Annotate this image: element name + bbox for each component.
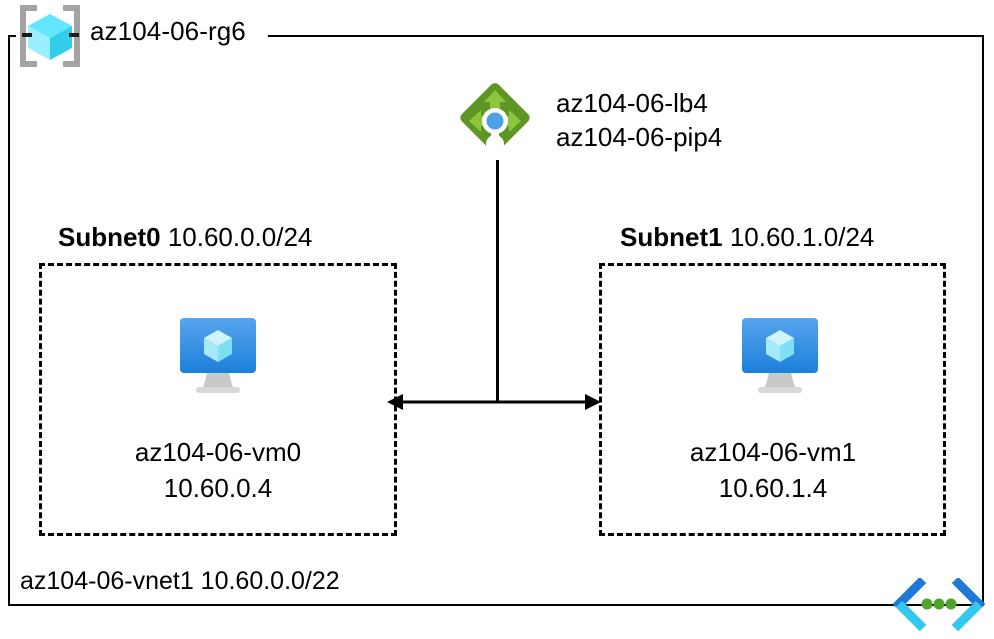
resource-group-name: az104-06-rg6 — [90, 16, 246, 46]
vm0-name: az104-06-vm0 — [134, 437, 302, 467]
virtual-machine-icon — [174, 314, 262, 396]
subnet1-cidr: 10.60.1.0/24 — [729, 222, 875, 252]
vm1-ip: 10.60.1.4 — [718, 473, 828, 503]
subnet0-heading: Subnet0 10.60.0.0/24 — [58, 222, 312, 253]
subnet0-cidr: 10.60.0.0/24 — [167, 222, 313, 252]
load-balancer-icon — [456, 76, 534, 168]
vm0-ip: 10.60.0.4 — [163, 473, 273, 503]
vm1-labels: az104-06-vm1 10.60.1.4 — [593, 434, 953, 506]
public-ip-name: az104-06-pip4 — [556, 122, 723, 152]
virtual-machine-icon — [736, 314, 824, 396]
vm1-name: az104-06-vm1 — [689, 437, 857, 467]
virtual-network-icon — [892, 576, 986, 632]
subnet1-heading: Subnet1 10.60.1.0/24 — [620, 222, 874, 253]
subnet-connector-arrow — [385, 385, 603, 419]
resource-group-border-top-right — [268, 35, 984, 37]
subnet1-name: Subnet1 — [620, 222, 723, 252]
load-balancer-connector-line — [496, 160, 499, 403]
resource-group-border-bottom — [8, 604, 984, 606]
subnet1-box — [599, 263, 946, 536]
resource-group-border-right — [982, 35, 984, 606]
resource-group-border-top-left — [8, 35, 16, 37]
load-balancer-labels: az104-06-lb4 az104-06-pip4 — [556, 86, 722, 154]
resource-group-border-left — [8, 35, 10, 606]
subnet0-name: Subnet0 — [58, 222, 161, 252]
resource-group-cube-icon — [14, 4, 86, 68]
vm0-labels: az104-06-vm0 10.60.0.4 — [38, 434, 398, 506]
vnet-label: az104-06-vnet1 10.60.0.0/22 — [20, 567, 340, 595]
load-balancer-name: az104-06-lb4 — [556, 88, 708, 118]
